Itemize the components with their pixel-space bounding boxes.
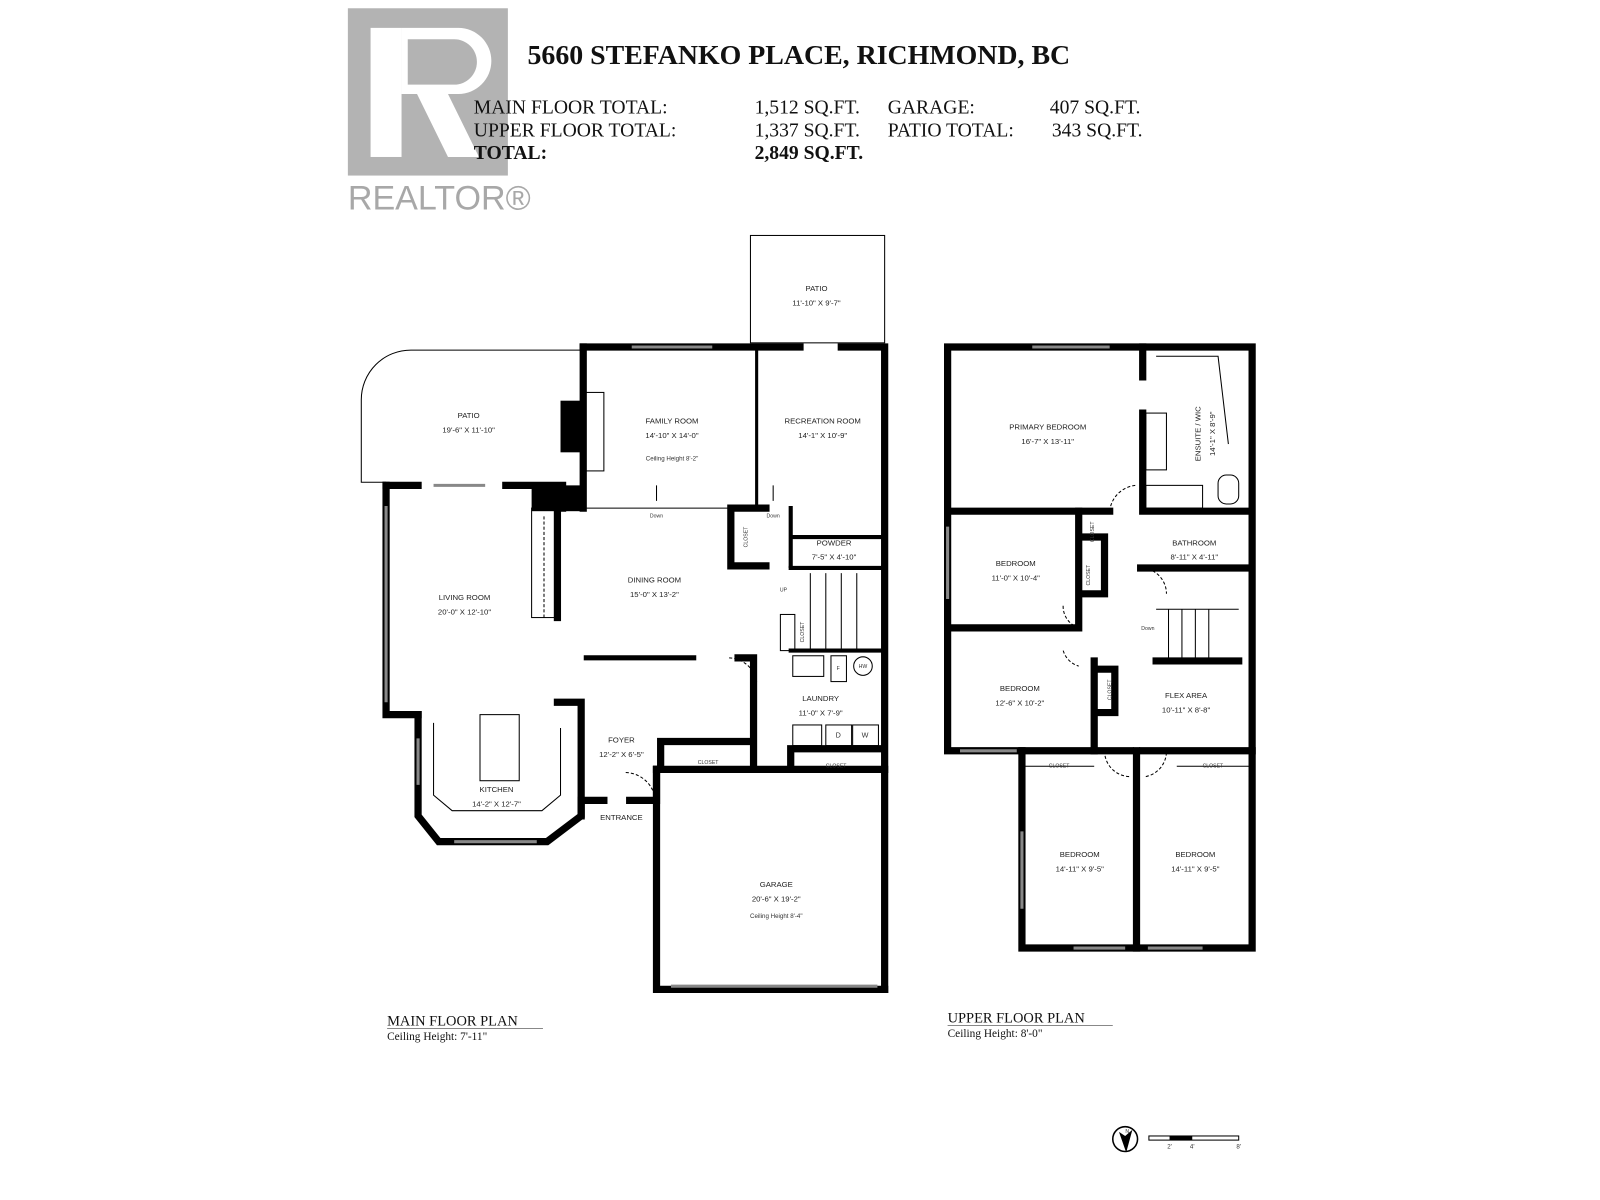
- room-dims: 19'-6" X 11'-10": [442, 426, 495, 435]
- room-name: BEDROOM: [1175, 850, 1215, 859]
- closet-label: CLOSET: [800, 621, 806, 642]
- scale-tick: 4': [1190, 1143, 1195, 1150]
- room-name: BATHROOM: [1172, 538, 1216, 547]
- scale-bar: 2' 4' 8': [1148, 1135, 1241, 1150]
- scale-tick: 2': [1167, 1143, 1172, 1150]
- room-ceiling: Ceiling Height 8'-4": [750, 913, 803, 920]
- room-dims: 20'-6" X 19'-2": [752, 895, 801, 904]
- dryer-label: D: [836, 730, 841, 739]
- room-name: PATIO: [458, 411, 480, 420]
- closet-label: CLOSET: [1049, 763, 1070, 769]
- closet-label: CLOSET: [1108, 679, 1114, 700]
- hot-water-label: HW: [859, 664, 868, 670]
- room-name: LAUNDRY: [802, 694, 839, 703]
- closet-label: CLOSET: [826, 763, 847, 769]
- room-dims: 11'-0" X 10'-4": [992, 573, 1041, 582]
- stat-label: PATIO TOTAL:: [888, 120, 1014, 141]
- compass-north-label: N: [1125, 1129, 1129, 1135]
- room-dims: 14'-2" X 12'-7": [472, 800, 521, 809]
- furnace-label: F: [837, 666, 840, 672]
- washer-label: W: [862, 730, 869, 739]
- room-name: FAMILY ROOM: [645, 416, 698, 425]
- room-dims: 11'-10" X 9'-7": [792, 299, 841, 308]
- room-name: FLEX AREA: [1165, 691, 1208, 700]
- area-summary: MAIN FLOOR TOTAL: 1,512 SQ.FT. UPPER FLO…: [474, 98, 1143, 164]
- room-name: RECREATION ROOM: [785, 416, 861, 425]
- room-dims: 10'-11" X 8'-8": [1162, 706, 1211, 715]
- closet-label: CLOSET: [698, 760, 719, 766]
- room-name: DINING ROOM: [628, 575, 681, 584]
- main-floor-plan: PATIO 11'-10" X 9'-7" PATIO 19'-6" X 11'…: [360, 234, 889, 1043]
- room-dims: 12'-6" X 10'-2": [995, 698, 1044, 707]
- stat-value: 2,849 SQ.FT.: [755, 143, 864, 164]
- room-dims: 15'-0" X 13'-2": [630, 590, 679, 599]
- room-name: BEDROOM: [996, 559, 1036, 568]
- closet-label: CLOSET: [1203, 763, 1224, 769]
- room-name: PATIO: [805, 284, 827, 293]
- room-dims: 12'-2" X 6'-5": [599, 750, 644, 759]
- room-name: KITCHEN: [480, 785, 514, 794]
- stat-label: UPPER FLOOR TOTAL:: [474, 120, 677, 141]
- property-address: 5660 STEFANKO PLACE, RICHMOND, BC: [527, 40, 1070, 71]
- upper-floor-plan: PRIMARY BEDROOM 16'-7" X 13'-11" ENSUITE…: [944, 343, 1256, 1040]
- room-name: ENSUITE / WIC: [1194, 406, 1203, 461]
- room-dims: 14'-1" X 10'-9": [798, 431, 847, 440]
- upper-plan-title: UPPER FLOOR PLAN: [948, 1010, 1086, 1026]
- stat-value: 1,337 SQ.FT.: [755, 120, 860, 141]
- room-dims: 11'-0" X 7'-9": [799, 709, 843, 718]
- room-dims: 8'-11" X 4'-11": [1170, 553, 1218, 562]
- stairs-down-label: Down: [1141, 626, 1154, 632]
- stat-value: 1,512 SQ.FT.: [755, 98, 860, 119]
- room-name: BEDROOM: [1060, 850, 1100, 859]
- stat-value: 343 SQ.FT.: [1052, 120, 1143, 141]
- room-ceiling: Ceiling Height 8'-2": [646, 456, 699, 463]
- stat-label: GARAGE:: [888, 98, 975, 119]
- closet-label: CLOSET: [743, 526, 749, 547]
- room-dims: 14'-11" X 9'-5": [1171, 865, 1220, 874]
- room-dims: 14'-11" X 9'-5": [1056, 865, 1105, 874]
- main-plan-title: MAIN FLOOR PLAN: [387, 1013, 518, 1029]
- stairs-down-label: Down: [650, 513, 663, 519]
- logo-text: REALTOR®: [348, 180, 531, 218]
- closet-label: CLOSET: [1086, 564, 1092, 585]
- stairs-down-label: Down: [767, 513, 780, 519]
- stat-value: 407 SQ.FT.: [1050, 98, 1141, 119]
- stairs-up-label: UP: [780, 588, 788, 594]
- compass-icon: N: [1112, 1125, 1139, 1153]
- stat-label: TOTAL:: [474, 143, 547, 164]
- room-name: FOYER: [608, 736, 635, 745]
- stat-label: MAIN FLOOR TOTAL:: [474, 98, 668, 119]
- entrance-label: ENTRANCE: [600, 813, 643, 822]
- closet-label: CLOSET: [1090, 521, 1096, 542]
- room-name: POWDER: [817, 538, 852, 547]
- scale-tick: 8': [1236, 1143, 1241, 1150]
- room-dims: 16'-7" X 13'-11": [1021, 437, 1074, 446]
- room-dims: 20'-0" X 12'-10": [438, 607, 491, 616]
- room-name: LIVING ROOM: [439, 593, 491, 602]
- main-plan-ceiling: Ceiling Height: 7'-11": [387, 1031, 487, 1043]
- realtor-logo: REALTOR®: [347, 8, 531, 218]
- room-dims: 7'-5" X 4'-10": [812, 553, 857, 562]
- room-name: GARAGE: [760, 880, 793, 889]
- room-dims: 14'-10" X 14'-0": [645, 431, 698, 440]
- room-dims: 14'-1" X 8'-9": [1208, 411, 1217, 456]
- room-name: PRIMARY BEDROOM: [1009, 423, 1086, 432]
- room-name: BEDROOM: [1000, 684, 1040, 693]
- upper-plan-ceiling: Ceiling Height: 8'-0": [948, 1028, 1043, 1040]
